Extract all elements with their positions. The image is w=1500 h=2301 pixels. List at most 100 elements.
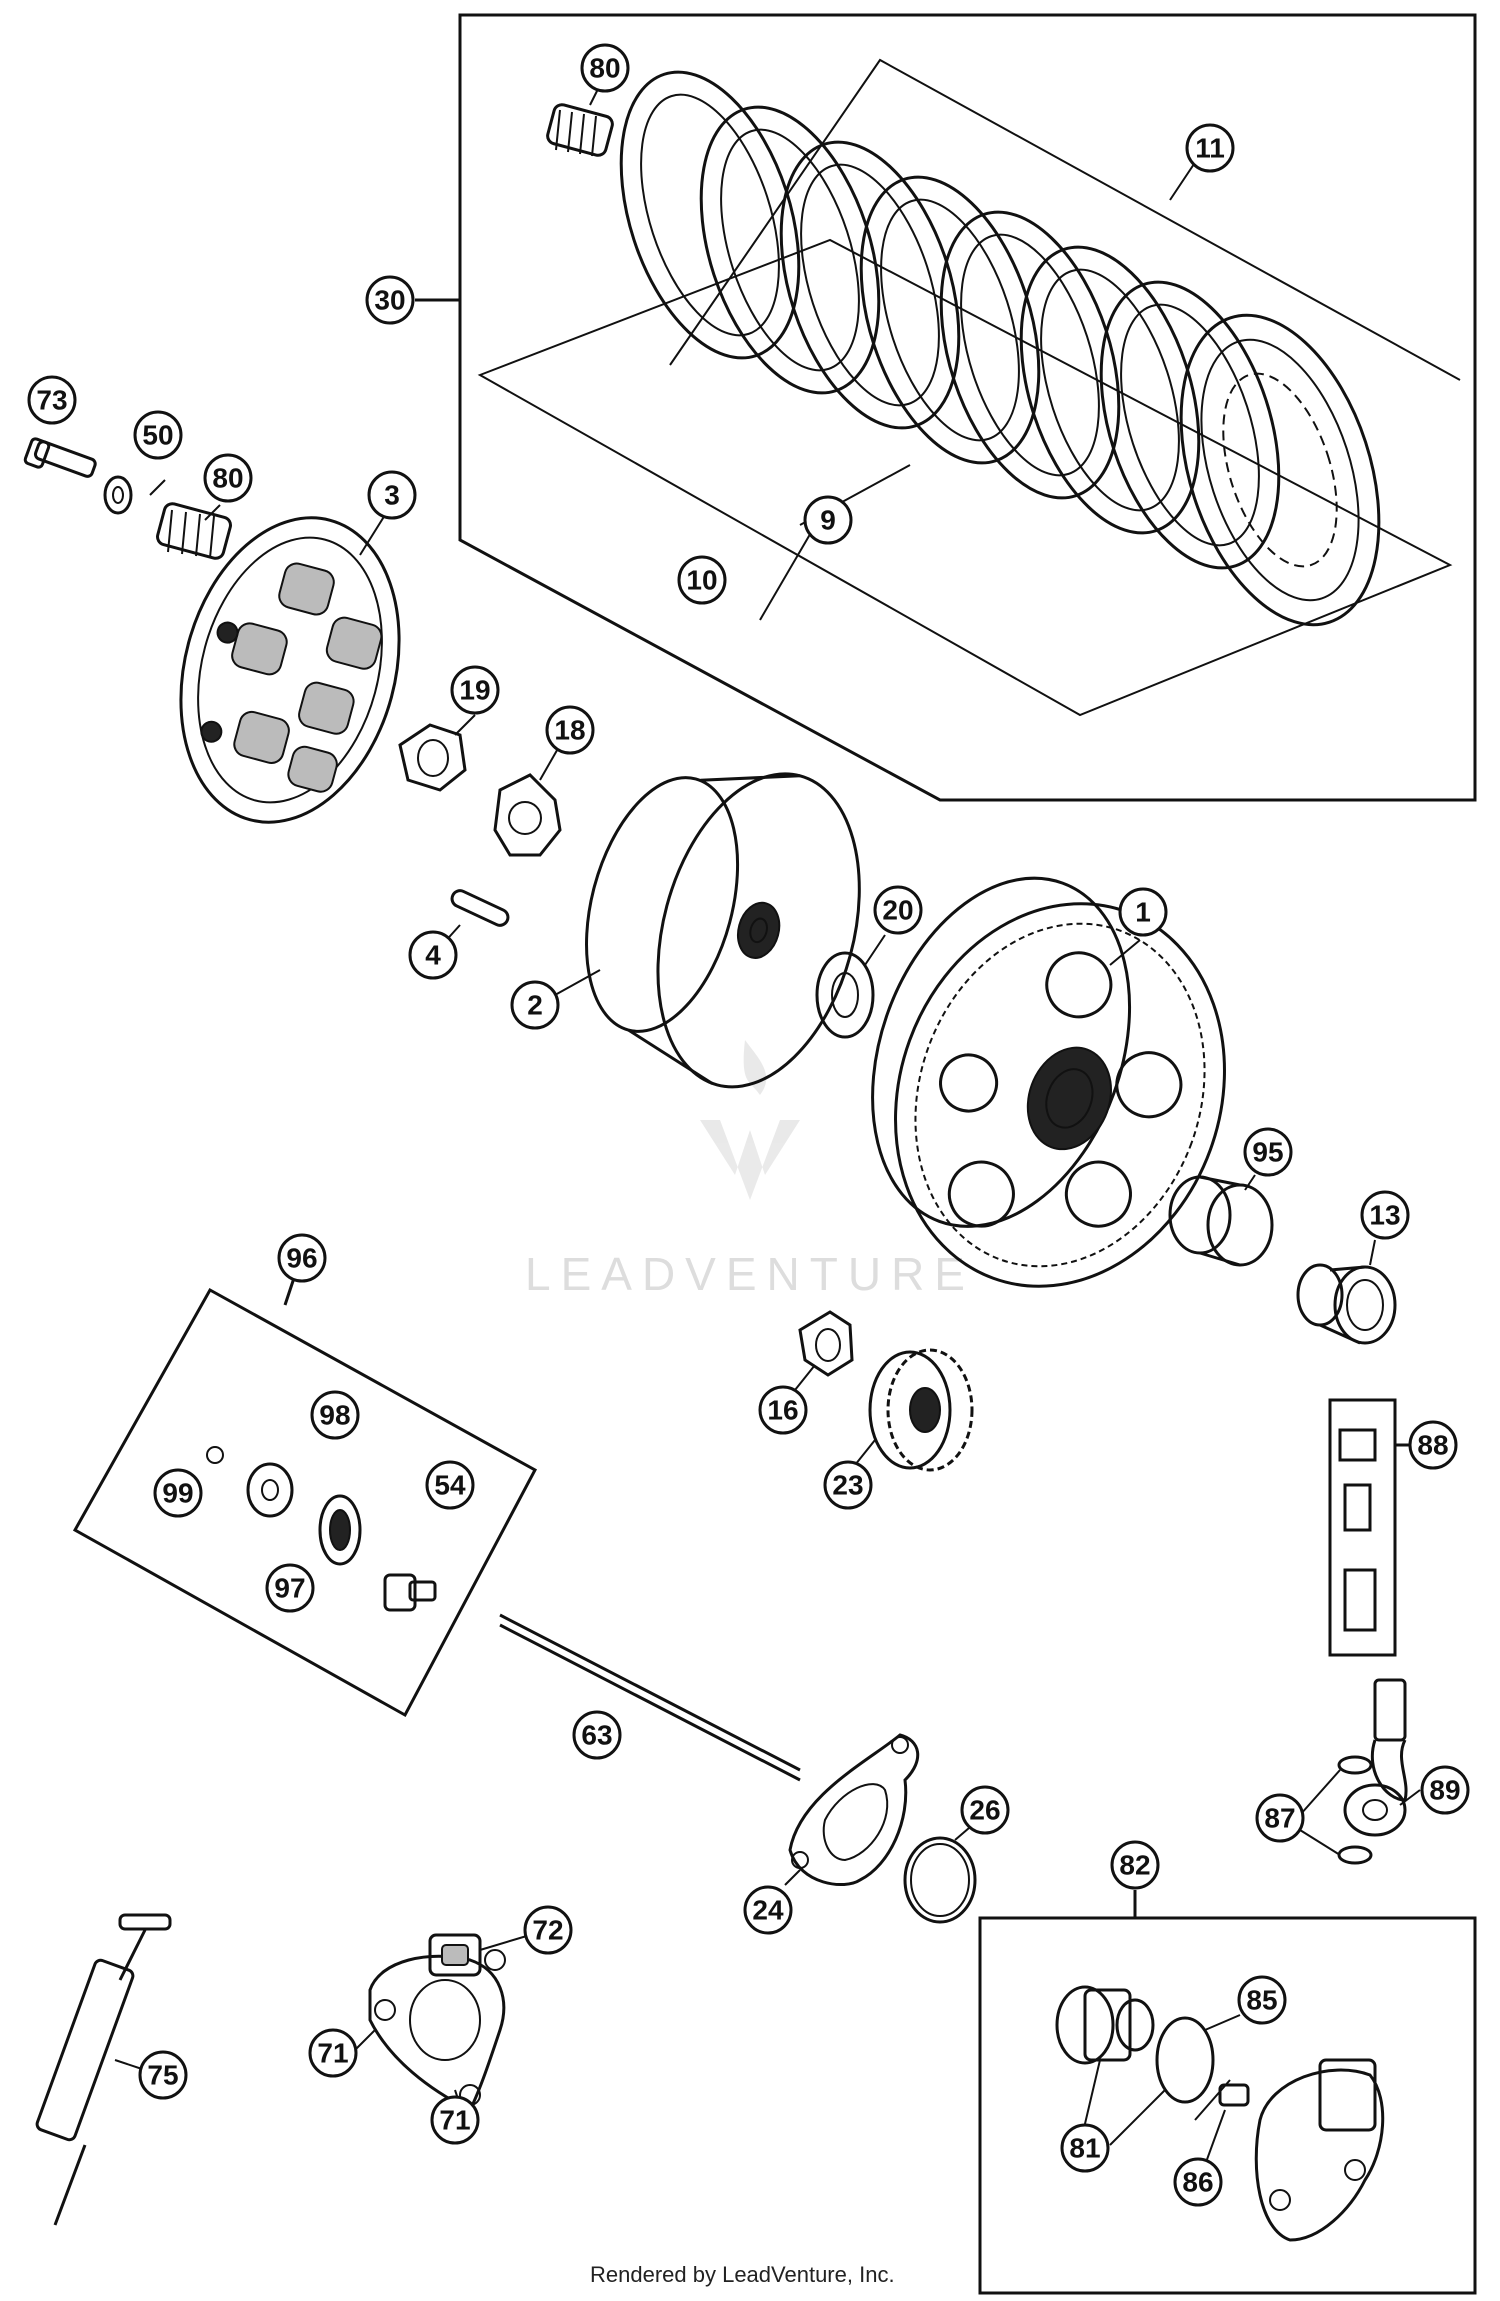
inner-clutch-hub (585, 772, 861, 1089)
callout-86: 86 (1173, 2157, 1223, 2207)
svg-text:98: 98 (319, 1400, 350, 1431)
svg-text:71: 71 (317, 2038, 348, 2069)
svg-text:75: 75 (147, 2060, 178, 2091)
svg-text:4: 4 (425, 940, 441, 971)
svg-text:3: 3 (384, 480, 400, 511)
svg-text:11: 11 (1195, 133, 1225, 164)
callout-97: 97 (265, 1563, 315, 1613)
slave-cylinder-71 (368, 1949, 506, 2113)
svg-text:10: 10 (686, 565, 717, 596)
callout-72: 72 (523, 1905, 573, 1955)
svg-text:86: 86 (1182, 2167, 1213, 2198)
callout-88: 88 (1408, 1420, 1458, 1470)
callout-2: 2 (510, 980, 560, 1030)
nut-16 (798, 1310, 854, 1377)
pressure-plate (179, 516, 401, 824)
sealing-washer-87-bottom (1337, 1845, 1373, 1865)
callout-18: 18 (545, 705, 595, 755)
clutch-spring-top (546, 103, 614, 157)
callout-71-left: 71 (308, 2028, 358, 2078)
leader-lines (114, 84, 1421, 2166)
pin-4 (450, 889, 510, 927)
callout-24: 24 (743, 1885, 793, 1935)
callout-82: 82 (1110, 1840, 1160, 1890)
svg-text:73: 73 (36, 385, 67, 416)
callout-99: 99 (153, 1468, 203, 1518)
callout-23: 23 (823, 1460, 873, 1510)
callout-4: 4 (408, 930, 458, 980)
spring-86 (1218, 2083, 1250, 2107)
plate-stack-outline-upper (669, 58, 1461, 381)
callout-11: 11 (1185, 123, 1235, 173)
svg-text:9: 9 (820, 505, 836, 536)
svg-text:1: 1 (1135, 897, 1151, 928)
svg-text:71: 71 (439, 2105, 470, 2136)
svg-text:54: 54 (434, 1470, 466, 1501)
svg-text:13: 13 (1369, 1200, 1400, 1231)
callout-85: 85 (1237, 1975, 1287, 2025)
watermark: LEADVENTURE (525, 1040, 975, 1300)
clutch-spring-left (156, 502, 232, 560)
callout-13: 13 (1360, 1190, 1410, 1240)
bleeder-kit-box-88 (1328, 1398, 1410, 1657)
callout-30: 30 (365, 275, 415, 325)
callout-10: 10 (677, 555, 727, 605)
thrust-washer-20 (815, 951, 875, 1039)
svg-text:89: 89 (1429, 1775, 1460, 1806)
svg-text:88: 88 (1417, 1430, 1448, 1461)
callout-96: 96 (277, 1233, 327, 1283)
svg-text:85: 85 (1246, 1985, 1277, 2016)
svg-text:72: 72 (532, 1915, 563, 1946)
push-rod-63 (499, 1613, 801, 1782)
washer-50 (103, 475, 133, 515)
callout-87: 87 (1255, 1793, 1305, 1843)
primary-gear-23 (868, 1348, 974, 1472)
svg-text:82: 82 (1119, 1850, 1150, 1881)
clutch-plate-kit-box (415, 13, 1477, 802)
clutch-plate-stack (619, 70, 1381, 627)
svg-text:80: 80 (589, 53, 620, 84)
svg-text:80: 80 (212, 463, 243, 494)
piston-81 (1055, 1985, 1155, 2065)
callout-95: 95 (1243, 1127, 1293, 1177)
callout-89: 89 (1420, 1765, 1470, 1815)
callout-9: 9 (803, 495, 853, 545)
svg-text:50: 50 (142, 420, 173, 451)
needle-bearing-95 (1168, 1175, 1274, 1267)
repair-kit-box-82 (978, 1890, 1477, 2295)
banjo-fitting-89 (1343, 1678, 1408, 1837)
callout-54: 54 (425, 1460, 475, 1510)
callout-73: 73 (27, 375, 77, 425)
bushing-13 (1296, 1263, 1397, 1345)
svg-text:23: 23 (832, 1470, 863, 1501)
o-ring-85 (1155, 2016, 1215, 2104)
callout-20: 20 (873, 885, 923, 935)
callout-98: 98 (310, 1390, 360, 1440)
callout-75: 75 (138, 2050, 188, 2100)
svg-text:26: 26 (969, 1795, 1000, 1826)
callout-81: 81 (1060, 2123, 1110, 2173)
slave-cylinder-piston-72 (428, 1933, 482, 1977)
outer-clutch-basket (871, 876, 1226, 1288)
svg-text:81: 81 (1069, 2133, 1100, 2164)
callout-80-top: 80 (580, 43, 630, 93)
callout-80-left: 80 (203, 453, 253, 503)
watermark-text: LEADVENTURE (525, 1248, 975, 1300)
bearing-kit-box-96 (72, 1274, 538, 1718)
callout-3: 3 (367, 470, 417, 520)
screw-73 (23, 437, 97, 478)
svg-text:30: 30 (374, 285, 405, 316)
plate-stack-outline (477, 238, 1453, 717)
svg-text:87: 87 (1264, 1803, 1295, 1834)
callout-19: 19 (450, 665, 500, 715)
callout-63: 63 (572, 1710, 622, 1760)
svg-text:63: 63 (581, 1720, 612, 1751)
svg-text:16: 16 (767, 1395, 798, 1426)
svg-text:97: 97 (274, 1573, 305, 1604)
callout-1: 1 (1118, 887, 1168, 937)
svg-text:2: 2 (527, 990, 543, 1021)
svg-text:95: 95 (1252, 1137, 1283, 1168)
callout-71-bottom: 71 (430, 2095, 480, 2145)
svg-text:99: 99 (162, 1478, 193, 1509)
